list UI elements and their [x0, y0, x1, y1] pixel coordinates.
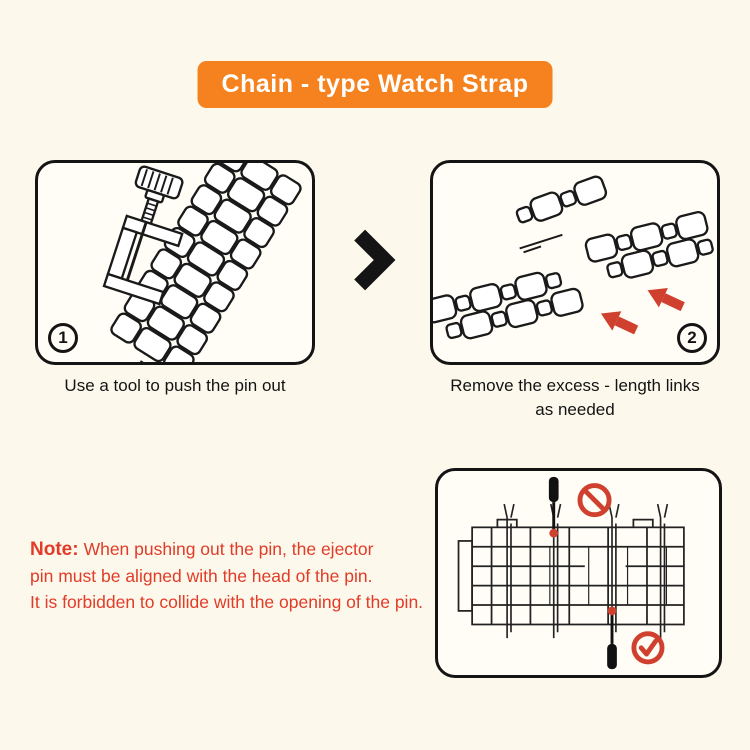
page-title: Chain - type Watch Strap [197, 61, 553, 108]
link-pins [503, 503, 669, 639]
gap-arrow-icon [600, 311, 639, 335]
check-circle-icon [631, 631, 665, 665]
prohibition-icon [577, 483, 612, 518]
step1-number-badge: 1 [48, 323, 78, 353]
step2-caption: Remove the excess - length links as need… [430, 374, 720, 422]
note-line2: pin must be aligned with the head of the… [30, 566, 373, 586]
chevron-right-icon [354, 229, 396, 291]
step2-caption-line1: Remove the excess - length links [450, 376, 700, 395]
step2-number-badge: 2 [677, 323, 707, 353]
pin-removal-tool-illustration [102, 163, 302, 362]
ejector-pin-bottom [607, 606, 617, 670]
ejector-pin-top [548, 476, 559, 538]
step2-caption-line2: as needed [535, 400, 615, 419]
link-remover-tool [102, 165, 184, 306]
step1-panel: 1 [35, 160, 315, 365]
note-text: Note:When pushing out the pin, the eject… [30, 536, 450, 615]
gap-arrow-icon [647, 287, 685, 312]
note-label: Note: [30, 539, 79, 560]
pin-alignment-panel [435, 468, 722, 678]
note-line1: Note:When pushing out the pin, the eject… [30, 539, 374, 560]
note-line3: It is forbidden to collide with the open… [30, 592, 424, 612]
step1-caption: Use a tool to push the pin out [64, 376, 286, 395]
loose-pin [519, 233, 563, 254]
step2-panel: 2 [430, 160, 720, 365]
pin-alignment-detail-illustration [457, 476, 685, 670]
strap-links-illustration [433, 175, 714, 340]
